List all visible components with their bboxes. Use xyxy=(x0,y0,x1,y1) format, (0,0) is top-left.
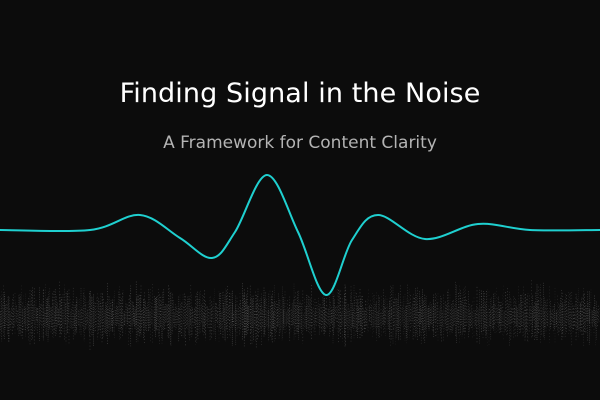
signal-wave-line xyxy=(0,173,600,296)
slide-subtitle: A Framework for Content Clarity xyxy=(163,133,437,153)
slide-title: Finding Signal in the Noise xyxy=(119,78,481,109)
